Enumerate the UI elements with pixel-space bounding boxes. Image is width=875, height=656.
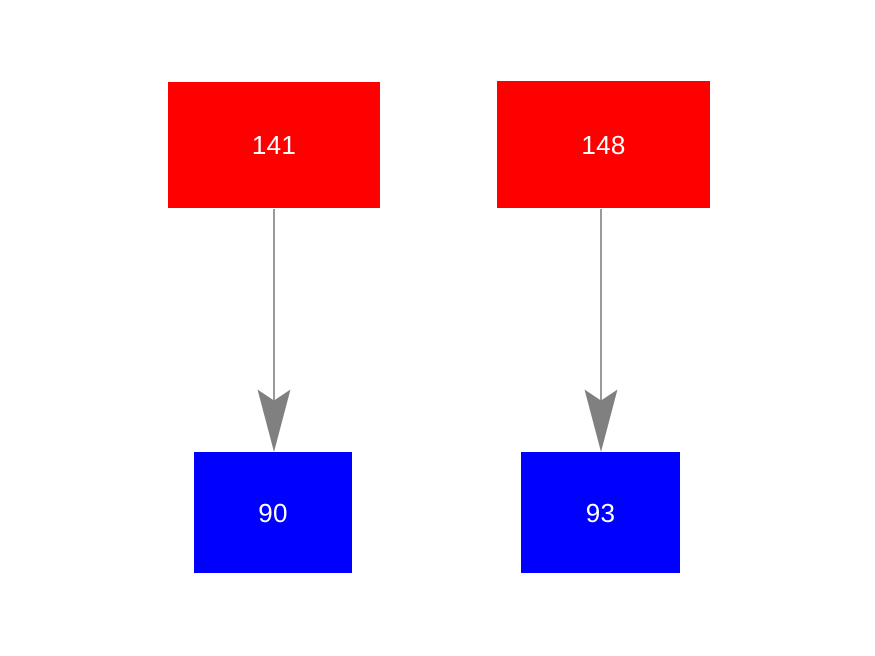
node-141[interactable]: 141 [168, 82, 380, 208]
edge-141-to-90 [257, 209, 291, 452]
node-label: 141 [251, 130, 297, 160]
node-93[interactable]: 93 [521, 452, 680, 573]
node-label: 90 [258, 497, 288, 528]
node-148[interactable]: 148 [497, 81, 710, 208]
node-90[interactable]: 90 [194, 452, 352, 573]
edge-148-to-93 [584, 209, 618, 452]
arrowhead-icon [584, 389, 618, 452]
node-label: 93 [585, 497, 616, 528]
node-label: 148 [581, 129, 626, 160]
arrowhead-icon [257, 389, 291, 452]
